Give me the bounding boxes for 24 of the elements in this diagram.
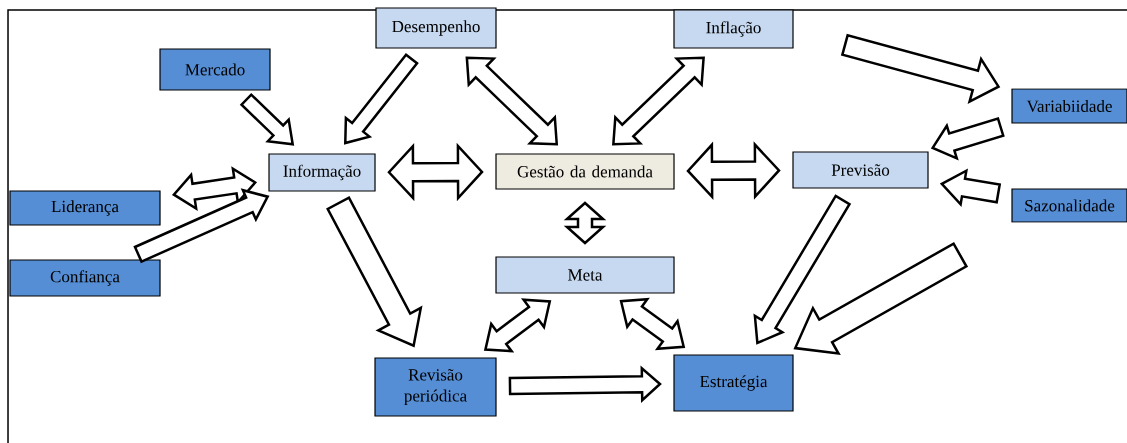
label-box: Mercado: [159, 48, 271, 91]
label-box: Meta: [495, 256, 675, 294]
block-arrow: [686, 141, 781, 200]
label-box: Previsão: [792, 151, 929, 189]
block-arrow: [387, 142, 484, 202]
block-arrow: [465, 56, 559, 146]
block-arrow: [326, 196, 423, 348]
block-arrow: [563, 201, 607, 245]
label-box: Estratégia: [673, 354, 794, 412]
label-box: Confiança: [9, 259, 161, 297]
label-box: Sazonalidade: [1011, 188, 1127, 223]
label-box: Informação: [268, 153, 376, 192]
block-arrow: [753, 194, 852, 345]
block-arrow: [171, 166, 258, 211]
block-arrow: [483, 298, 552, 353]
block-arrow: [612, 56, 705, 146]
block-arrow: [508, 365, 662, 403]
label-box: Liderança: [9, 190, 161, 226]
label-box: Revisão periódica: [374, 357, 497, 417]
label-box: Desempenho: [375, 7, 497, 49]
block-arrow: [619, 297, 686, 351]
label-box: Inflação: [673, 9, 794, 49]
label-box: Gestão da demanda: [495, 153, 675, 190]
label-box: Variabiidade: [1011, 88, 1127, 124]
